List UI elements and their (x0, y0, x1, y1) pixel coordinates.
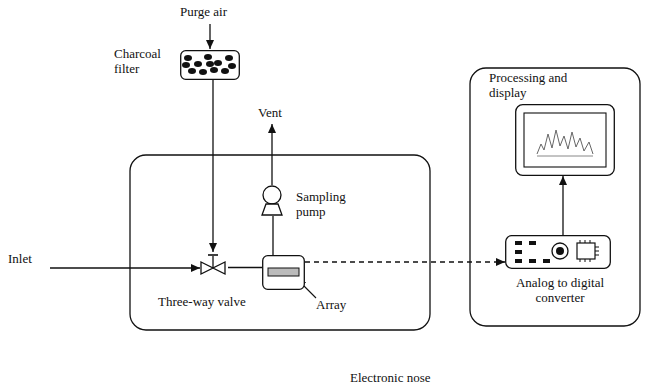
inlet-label: Inlet (8, 251, 32, 266)
array-chamber: Array (262, 255, 305, 290)
inlet-arrow (50, 267, 200, 268)
pump-label: Sampling pump (296, 189, 360, 219)
signal-connector (305, 261, 505, 262)
charcoal-filter: Charcoal filter (180, 50, 240, 80)
three-way-valve: Three-way valve (198, 252, 228, 280)
flow-connector (272, 216, 273, 255)
vent-label: Vent (258, 105, 282, 120)
sampling-pump-shape (260, 185, 284, 216)
array-label: Array (316, 297, 346, 312)
nose-housing (130, 155, 430, 330)
computer-housing (470, 68, 640, 326)
display-label: Processing and display (489, 70, 599, 100)
purge-air-label: Purge air (180, 4, 227, 19)
adc-board-shape (505, 235, 611, 269)
valve-label: Three-way valve (158, 294, 246, 309)
flow-connector (228, 267, 262, 268)
charcoal-filter-shape (180, 50, 240, 80)
flow-connector (212, 80, 213, 252)
sampling-pump: Sampling pump (260, 185, 284, 216)
adc-board: Analog to digital converter (505, 235, 611, 269)
adc-label: Analog to digital converter (501, 275, 619, 305)
filter-label: Charcoal filter (114, 46, 170, 76)
vent-arrow (271, 124, 272, 185)
array-chamber-shape (262, 255, 305, 290)
display-screen-shape (515, 104, 615, 176)
flow-connector (562, 176, 563, 235)
three-way-valve-shape (198, 252, 228, 280)
figure-label: Electronic nose (350, 370, 431, 385)
display-screen: Processing and display (515, 104, 615, 176)
purge-air-arrow (209, 24, 210, 49)
